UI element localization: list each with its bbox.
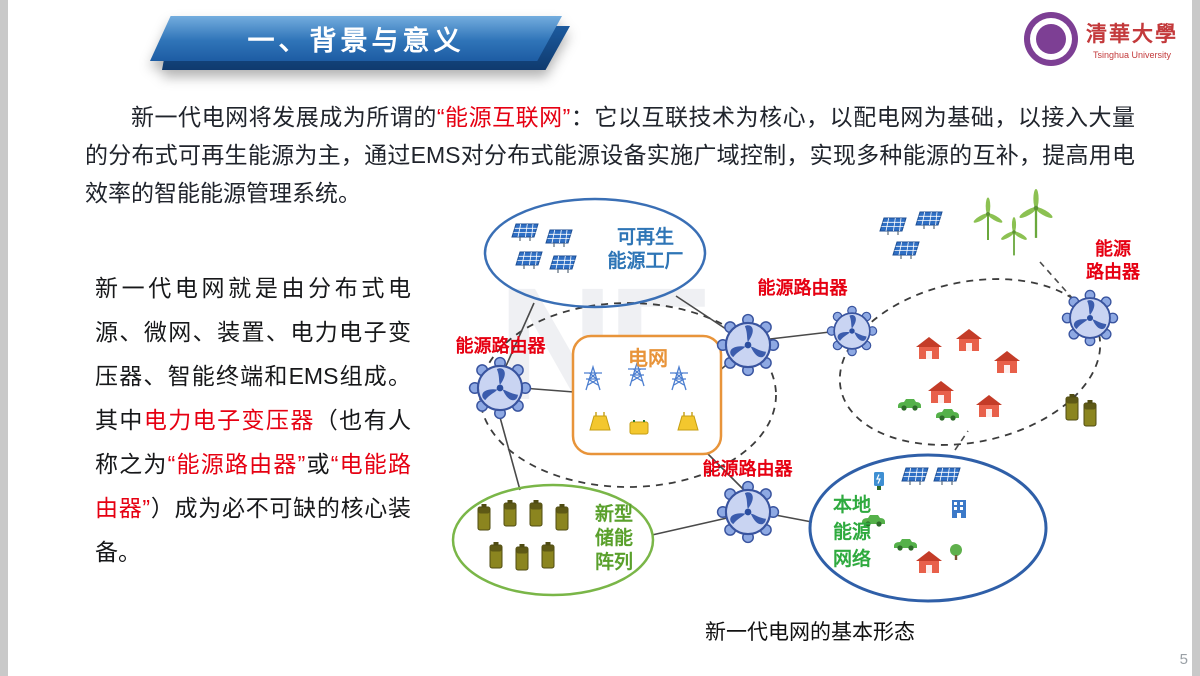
university-logo: 清華大學 Tsinghua University xyxy=(1024,12,1178,66)
battery-icon xyxy=(1083,399,1097,427)
house-icon xyxy=(916,551,942,573)
grid-battery-icon xyxy=(629,419,649,435)
energy-router-icon xyxy=(716,313,780,377)
car-icon xyxy=(936,409,959,421)
body-seg7: ）成为必不可缺的核心装备。 xyxy=(95,495,412,565)
solar-panel-icon xyxy=(549,255,577,274)
energy-router-icon xyxy=(716,480,780,544)
solar-panel-icon xyxy=(892,241,920,260)
body-highlight-1: 电力电子变压器 xyxy=(143,407,315,433)
local-network-ellipse xyxy=(808,453,1048,603)
router-bottom-label: 能源路由器 xyxy=(702,459,793,479)
right-page-edge xyxy=(1192,0,1200,676)
router-left-label: 能源路由器 xyxy=(455,336,546,356)
logo-en-text: Tsinghua University xyxy=(1092,50,1172,60)
body-paragraph: 新一代电网就是由分布式电源、微网、装置、电力电子变压器、智能终端和EMS组成。其… xyxy=(95,266,411,574)
solid-connectors xyxy=(497,295,831,536)
storage-array-label: 新型 储能 阵列 xyxy=(594,504,633,573)
grid-label: 电网 xyxy=(628,348,668,370)
intro-highlight: “能源互联网” xyxy=(436,104,571,130)
energy-router-icon xyxy=(826,305,878,357)
battery-icon xyxy=(529,499,543,527)
tsinghua-emblem-icon xyxy=(1024,12,1078,66)
ev-charger-icon xyxy=(873,471,885,491)
energy-router-icon xyxy=(468,356,532,420)
battery-icon xyxy=(541,541,555,569)
section-banner: 一、背景与意义 xyxy=(150,16,578,74)
solar-panel-icon xyxy=(915,211,943,230)
intro-seg3: ：它以互联技术为核心，以配电网为基础，以接入大量的分布式可再生能源为主，通过EM… xyxy=(85,104,1135,206)
wind-turbine-icon xyxy=(999,216,1029,257)
solar-panel-icon xyxy=(933,467,961,486)
energy-router-icon xyxy=(1061,289,1119,347)
intro-paragraph: 新一代电网将发展成为所谓的“能源互联网”：它以互联技术为核心，以配电网为基础，以… xyxy=(85,98,1135,212)
section-title: 一、背景与意义 xyxy=(247,26,465,56)
emblem-core xyxy=(1036,24,1066,54)
renewable-factory-ellipse xyxy=(483,197,707,309)
solar-panel-icon xyxy=(515,251,543,270)
battery-icon xyxy=(477,503,491,531)
banner-front: 一、背景与意义 xyxy=(150,16,562,61)
body-highlight-3: “电能路由器” xyxy=(95,451,412,521)
dashed-connectors xyxy=(954,261,1074,451)
car-icon xyxy=(894,539,917,551)
battery-icon xyxy=(555,503,569,531)
battery-icon xyxy=(1065,393,1079,421)
body-highlight-2: “能源路由器” xyxy=(167,451,306,477)
page-number: 5 xyxy=(1179,651,1188,668)
router-right-label: 能源 路由器 xyxy=(1086,239,1140,282)
emblem-ring xyxy=(1030,18,1072,60)
body-seg1: 新一代电网就是由分布式电源、微网、装置、电力电子变压器、智能终端和EMS组成。其… xyxy=(95,275,411,433)
body-seg3: （也有人称之为 xyxy=(95,407,412,477)
building-icon xyxy=(952,500,966,518)
battery-icon xyxy=(515,543,529,571)
house-icon xyxy=(916,337,942,359)
intro-seg1: 新一代电网将发展成为所谓的 xyxy=(131,104,437,130)
body-seg5: 或 xyxy=(305,451,331,477)
house-icon xyxy=(956,329,982,351)
house-icon xyxy=(994,351,1020,373)
solar-panel-icon xyxy=(545,229,573,248)
left-page-edge xyxy=(0,0,8,676)
router-top-label: 能源路由器 xyxy=(757,278,848,298)
storage-array-ellipse xyxy=(451,483,655,597)
logo-text: 清華大學 Tsinghua University xyxy=(1086,18,1178,60)
battery-icon xyxy=(503,499,517,527)
renewable-factory-label: 可再生 能源工厂 xyxy=(607,227,684,272)
logo-cn-text: 清華大學 xyxy=(1086,22,1178,46)
car-icon xyxy=(898,399,921,411)
house-icon xyxy=(928,381,954,403)
solar-panel-icon xyxy=(879,217,907,236)
house-icon xyxy=(976,395,1002,417)
local-network-label: 本地 能源 网络 xyxy=(832,495,871,570)
battery-icon xyxy=(489,541,503,569)
tree-icon xyxy=(950,544,962,560)
right-dashed-boundary xyxy=(838,278,1102,446)
diagram-caption: 新一代电网的基本形态 xyxy=(705,621,915,644)
solar-panel-icon xyxy=(901,467,929,486)
solar-panel-icon xyxy=(511,223,539,242)
